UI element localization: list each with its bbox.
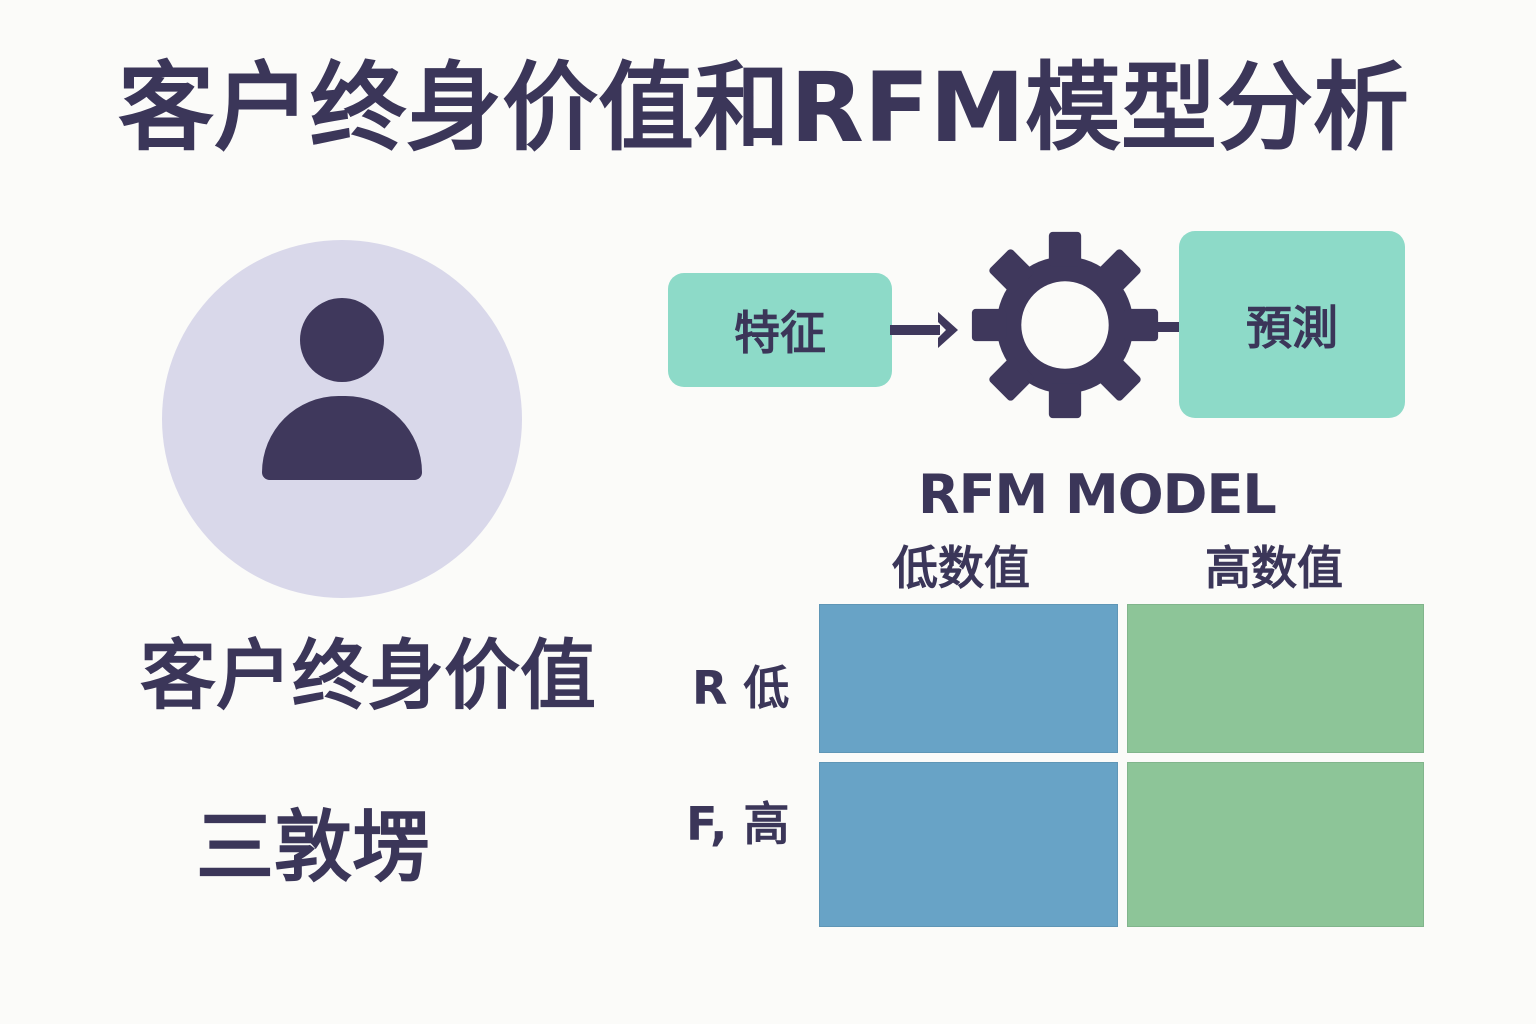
avatar-head: [300, 298, 384, 382]
column-header-high: 高数值: [1205, 541, 1343, 595]
rfm-cell-r-low: [819, 604, 1118, 753]
prediction-box: 預測: [1179, 231, 1405, 418]
gear-icon: [971, 231, 1159, 419]
prediction-label: 預測: [1246, 300, 1338, 355]
clv-label: 客户终身价值: [140, 631, 596, 720]
user-avatar-icon: [162, 240, 522, 598]
main-title: 客户终身价值和RFM模型分析: [118, 52, 1410, 164]
rfm-cell-f-high: [1127, 762, 1424, 927]
rfm-cell-f-low: [819, 762, 1118, 927]
arrow-right-icon: [890, 312, 958, 348]
rfm-cell-r-high: [1127, 604, 1424, 753]
features-label: 特征: [734, 306, 826, 360]
features-box: 特征: [668, 273, 892, 387]
avatar-body: [262, 396, 422, 480]
column-header-low: 低数值: [892, 541, 1030, 595]
rfm-model-title: RFM MODEL: [918, 463, 1277, 526]
row-label-f: F, 高: [686, 797, 790, 851]
data-label: 三敦塄: [196, 803, 431, 893]
row-label-r: R 低: [692, 661, 790, 715]
